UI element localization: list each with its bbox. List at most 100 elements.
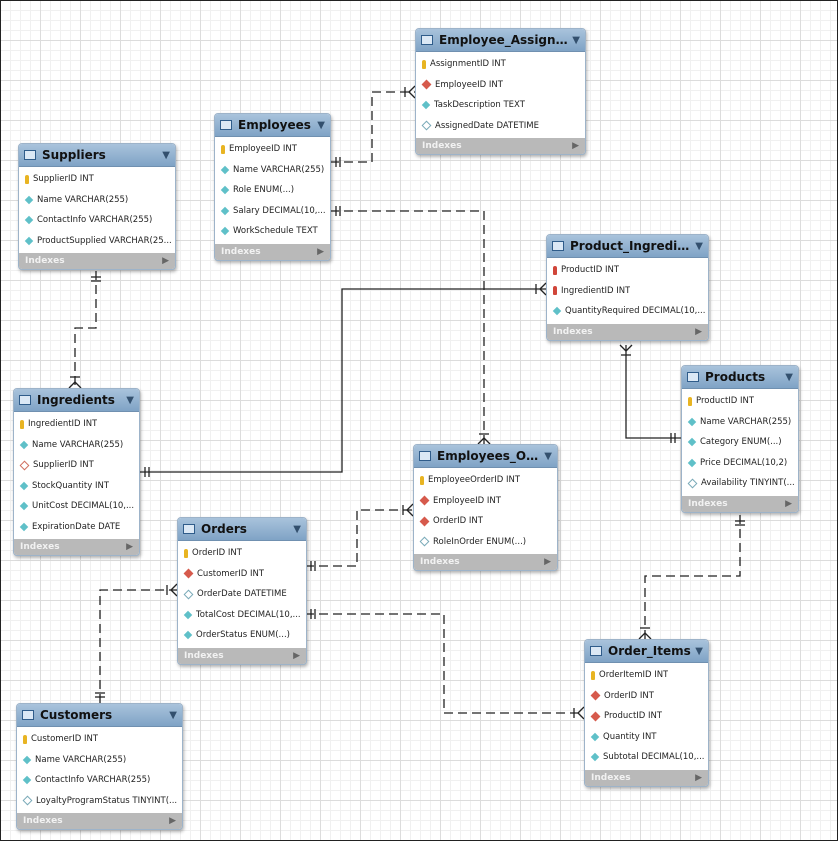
column-row[interactable]: RoleInOrder ENUM(...) <box>414 532 557 553</box>
column-row[interactable]: ProductID INT <box>585 706 708 727</box>
table-header[interactable]: Orders ▼ <box>178 518 306 541</box>
expand-arrow-icon[interactable]: ▶ <box>317 246 324 257</box>
table-product-ingredients[interactable]: Product_Ingredients ▼ ProductID INTIngre… <box>546 234 709 341</box>
column-row[interactable]: TaskDescription TEXT <box>416 95 585 116</box>
rel-customers-orders[interactable] <box>99 589 177 703</box>
column-row[interactable]: OrderItemID INT <box>585 665 708 686</box>
expand-arrow-icon[interactable]: ▶ <box>169 816 176 826</box>
expand-arrow-icon[interactable]: ▶ <box>162 256 169 266</box>
indexes-footer[interactable]: Indexes▶ <box>682 495 798 512</box>
chevron-down-icon[interactable]: ▼ <box>544 450 552 462</box>
column-row[interactable]: Name VARCHAR(255) <box>19 190 175 211</box>
expand-arrow-icon[interactable]: ▶ <box>126 542 133 552</box>
column-row[interactable]: QuantityRequired DECIMAL(10,... <box>547 301 708 322</box>
column-row[interactable]: OrderID INT <box>585 686 708 707</box>
column-row[interactable]: ExpirationDate DATE <box>14 517 139 538</box>
column-row[interactable]: AssignmentID INT <box>416 54 585 75</box>
column-row[interactable]: StockQuantity INT <box>14 476 139 497</box>
expand-arrow-icon[interactable]: ▶ <box>695 326 702 337</box>
rel-employees-employee-assignments[interactable] <box>330 91 415 163</box>
column-row[interactable]: Subtotal DECIMAL(10,... <box>585 747 708 768</box>
column-row[interactable]: EmployeeID INT <box>416 75 585 96</box>
column-row[interactable]: ProductSupplied VARCHAR(25... <box>19 231 175 252</box>
table-header[interactable]: Customers ▼ <box>17 704 182 727</box>
expand-arrow-icon[interactable]: ▶ <box>695 772 702 783</box>
chevron-down-icon[interactable]: ▼ <box>317 119 325 131</box>
table-employee-assignments[interactable]: Employee_Assignments ▼ AssignmentID INTE… <box>415 28 586 155</box>
column-row[interactable]: LoyaltyProgramStatus TINYINT(... <box>17 791 182 812</box>
column-row[interactable]: UnitCost DECIMAL(10,... <box>14 496 139 517</box>
column-row[interactable]: IngredientID INT <box>14 414 139 435</box>
column-row[interactable]: Name VARCHAR(255) <box>215 160 330 181</box>
table-header[interactable]: Employees ▼ <box>215 114 330 137</box>
chevron-down-icon[interactable]: ▼ <box>126 394 134 406</box>
indexes-footer[interactable]: Indexes▶ <box>215 243 330 260</box>
indexes-footer[interactable]: Indexes▶ <box>178 647 306 664</box>
column-row[interactable]: ContactInfo VARCHAR(255) <box>17 770 182 791</box>
rel-ingredients-product-ingredients[interactable] <box>139 288 546 473</box>
chevron-down-icon[interactable]: ▼ <box>695 240 703 252</box>
column-row[interactable]: Category ENUM(...) <box>682 432 798 453</box>
column-row[interactable]: Price DECIMAL(10,2) <box>682 453 798 474</box>
column-row[interactable]: SupplierID INT <box>14 455 139 476</box>
column-row[interactable]: Role ENUM(...) <box>215 180 330 201</box>
rel-orders-employees-orders[interactable] <box>305 509 413 567</box>
table-header[interactable]: Employees_Ord... ▼ <box>414 445 557 468</box>
column-row[interactable]: EmployeeID INT <box>215 139 330 160</box>
column-row[interactable]: WorkSchedule TEXT <box>215 221 330 242</box>
table-header[interactable]: Order_Items ▼ <box>585 640 708 663</box>
column-row[interactable]: OrderStatus ENUM(...) <box>178 625 306 646</box>
indexes-footer[interactable]: Indexes▶ <box>17 813 182 829</box>
column-row[interactable]: SupplierID INT <box>19 169 175 190</box>
column-row[interactable]: IngredientID INT <box>547 281 708 302</box>
column-row[interactable]: ProductID INT <box>682 391 798 412</box>
rel-employees-employees-orders[interactable] <box>330 210 485 444</box>
column-row[interactable]: CustomerID INT <box>17 729 182 750</box>
chevron-down-icon[interactable]: ▼ <box>162 149 170 161</box>
indexes-footer[interactable]: Indexes▶ <box>14 539 139 555</box>
table-header[interactable]: Suppliers ▼ <box>19 144 175 167</box>
column-row[interactable]: Name VARCHAR(255) <box>14 435 139 456</box>
rel-suppliers-ingredients[interactable] <box>74 271 97 388</box>
column-row[interactable]: OrderID INT <box>414 511 557 532</box>
table-header[interactable]: Products ▼ <box>682 366 798 389</box>
table-header[interactable]: Product_Ingredients ▼ <box>547 235 708 258</box>
column-row[interactable]: Name VARCHAR(255) <box>682 412 798 433</box>
expand-arrow-icon[interactable]: ▶ <box>544 557 551 567</box>
column-row[interactable]: ContactInfo VARCHAR(255) <box>19 210 175 231</box>
expand-arrow-icon[interactable]: ▶ <box>293 650 300 661</box>
column-row[interactable]: EmployeeOrderID INT <box>414 470 557 491</box>
column-row[interactable]: TotalCost DECIMAL(10,... <box>178 605 306 626</box>
rel-products-product-ingredients[interactable] <box>625 345 681 439</box>
chevron-down-icon[interactable]: ▼ <box>169 709 177 721</box>
column-row[interactable]: OrderID INT <box>178 543 306 564</box>
column-row[interactable]: Availability TINYINT(... <box>682 473 798 494</box>
chevron-down-icon[interactable]: ▼ <box>293 523 301 535</box>
chevron-down-icon[interactable]: ▼ <box>695 645 703 657</box>
column-row[interactable]: OrderDate DATETIME <box>178 584 306 605</box>
column-row[interactable]: CustomerID INT <box>178 564 306 585</box>
table-employees-orders[interactable]: Employees_Ord... ▼ EmployeeOrderID INTEm… <box>413 444 558 571</box>
column-row[interactable]: Name VARCHAR(255) <box>17 750 182 771</box>
chevron-down-icon[interactable]: ▼ <box>572 34 580 46</box>
indexes-footer[interactable]: Indexes▶ <box>585 769 708 786</box>
indexes-footer[interactable]: Indexes▶ <box>547 323 708 340</box>
column-row[interactable]: Quantity INT <box>585 727 708 748</box>
expand-arrow-icon[interactable]: ▶ <box>572 141 579 151</box>
expand-arrow-icon[interactable]: ▶ <box>785 498 792 509</box>
table-header[interactable]: Employee_Assignments ▼ <box>416 29 585 52</box>
indexes-footer[interactable]: Indexes▶ <box>416 138 585 154</box>
chevron-down-icon[interactable]: ▼ <box>785 371 793 383</box>
rel-orders-order-items[interactable] <box>305 613 584 714</box>
column-row[interactable]: AssignedDate DATETIME <box>416 116 585 137</box>
column-row[interactable]: EmployeeID INT <box>414 491 557 512</box>
indexes-footer[interactable]: Indexes▶ <box>414 554 557 570</box>
column-row[interactable]: Salary DECIMAL(10,... <box>215 201 330 222</box>
